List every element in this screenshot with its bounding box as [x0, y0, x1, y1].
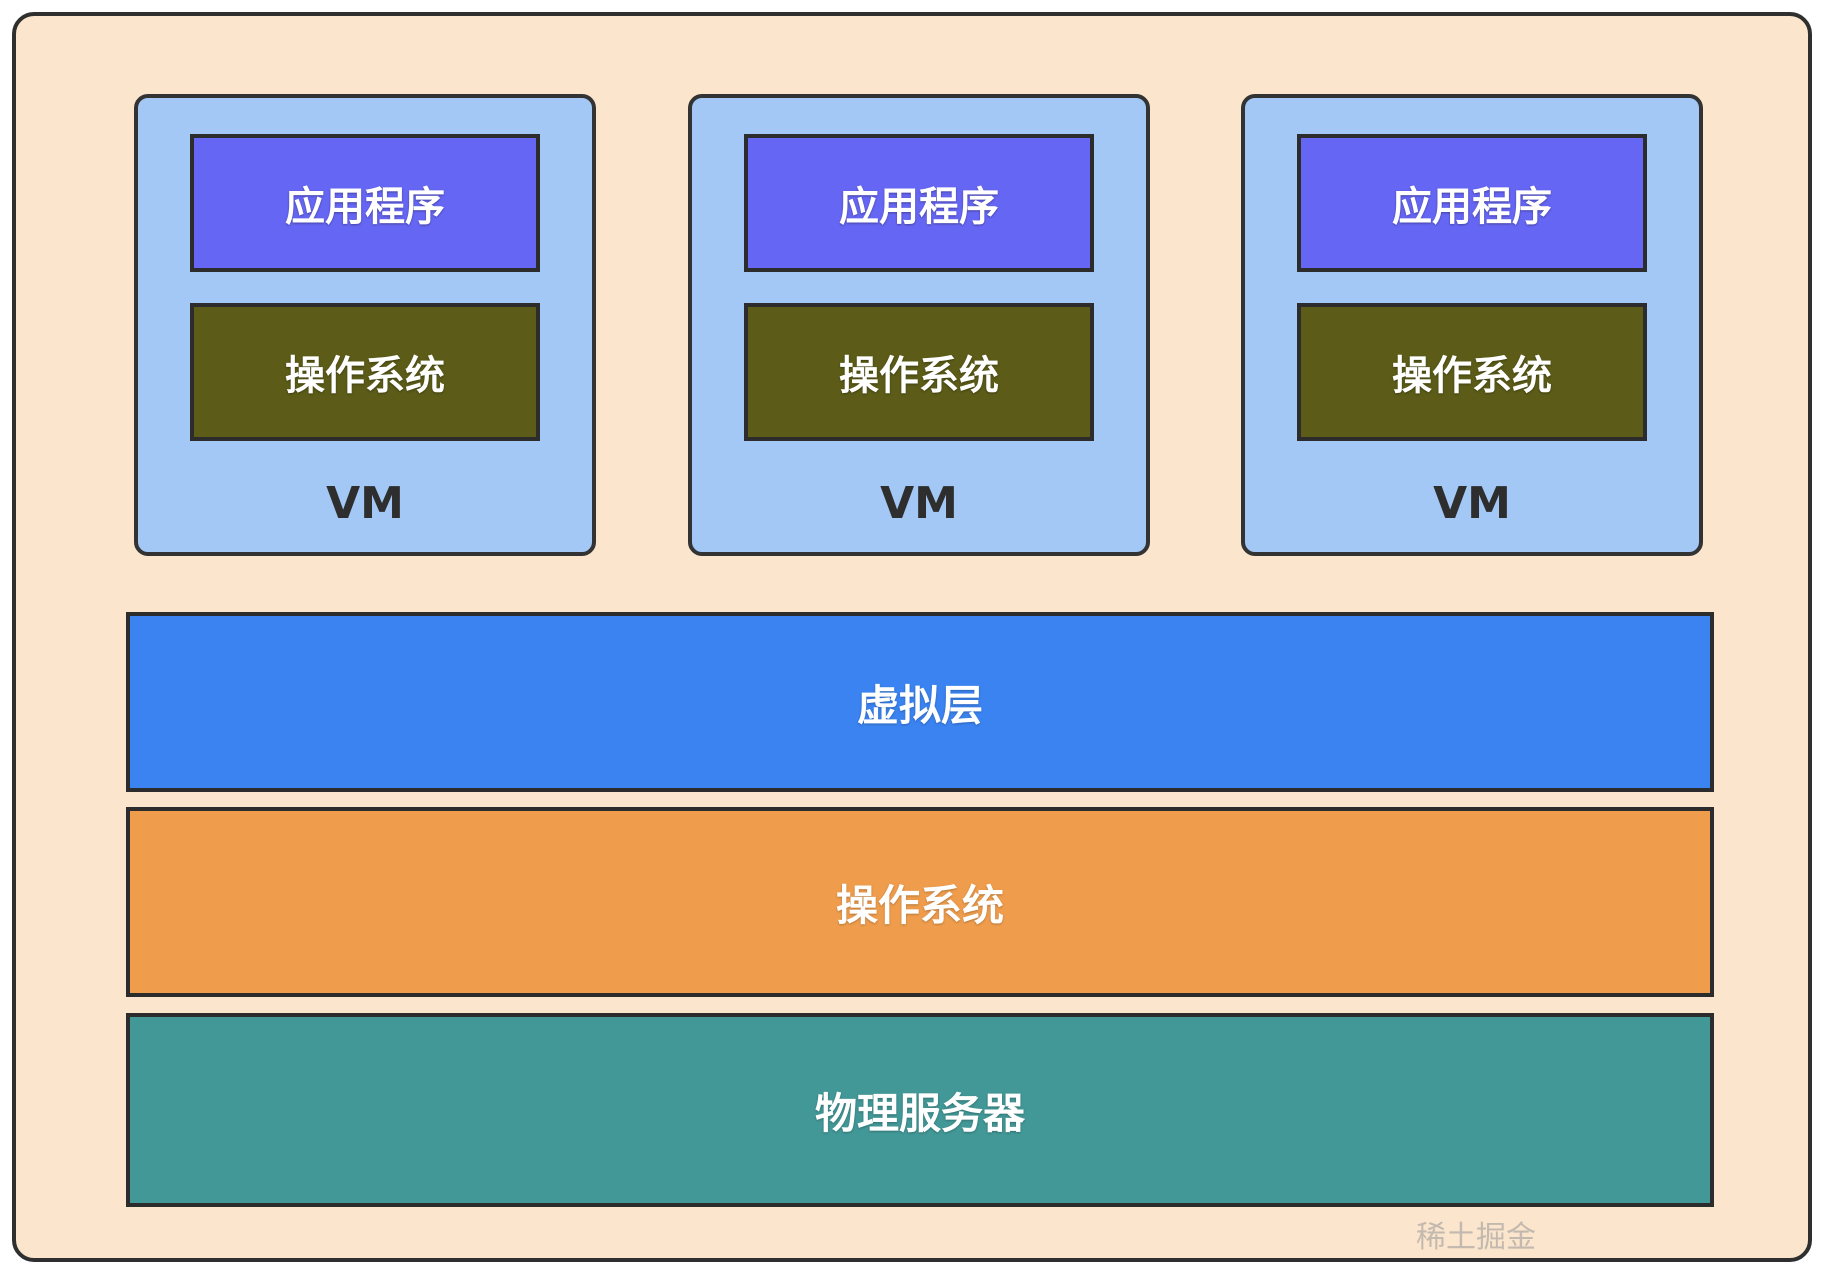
vm-1-application-box: 应用程序: [190, 134, 540, 272]
diagram-frame: 应用程序 操作系统 VM 应用程序 操作系统 VM 应用程序 操作系统 VM 虚…: [12, 12, 1812, 1262]
vm-3-label: VM: [1433, 478, 1511, 529]
vm-2-label: VM: [880, 478, 958, 529]
watermark: 稀土掘金: [1416, 1220, 1536, 1255]
vm-2-application-box: 应用程序: [744, 134, 1094, 272]
vm-box-1: 应用程序 操作系统 VM: [134, 94, 596, 556]
host-os-layer: 操作系统: [126, 807, 1714, 997]
vm-3-application-box: 应用程序: [1297, 134, 1647, 272]
vm-box-3: 应用程序 操作系统 VM: [1241, 94, 1703, 556]
vm-1-label: VM: [326, 478, 404, 529]
physical-server-layer: 物理服务器: [126, 1013, 1714, 1207]
vm-2-os-box: 操作系统: [744, 303, 1094, 441]
vm-3-os-box: 操作系统: [1297, 303, 1647, 441]
vm-box-2: 应用程序 操作系统 VM: [688, 94, 1150, 556]
vm-1-os-box: 操作系统: [190, 303, 540, 441]
virtualization-layer: 虚拟层: [126, 612, 1714, 792]
